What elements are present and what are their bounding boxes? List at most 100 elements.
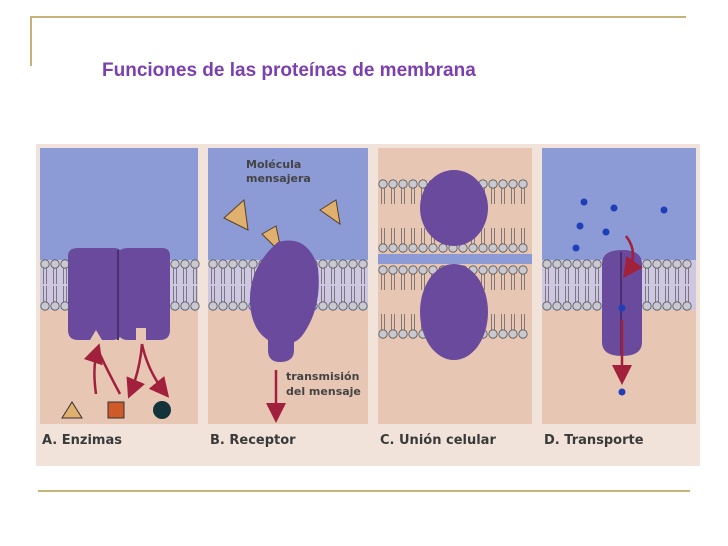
lipid-head	[552, 301, 562, 311]
square-substrate	[107, 401, 125, 419]
signal-label-line1: transmisión	[286, 370, 359, 383]
lipid-head	[228, 301, 238, 311]
lipid-head	[418, 179, 428, 189]
lipid-head	[488, 243, 498, 253]
enzyme-protein-left	[68, 248, 122, 340]
lipid-head	[388, 243, 398, 253]
solute-particle	[576, 222, 584, 230]
arrow-substrate-2	[96, 349, 122, 395]
panel-enzimas: A. Enzimas	[40, 148, 200, 448]
lipid-head	[388, 329, 398, 339]
lipid-head	[228, 259, 238, 269]
arrow-substrate-1	[83, 343, 103, 395]
lipid-head	[582, 301, 592, 311]
lipid-head	[60, 301, 70, 311]
lipid-head	[508, 243, 518, 253]
lipid-head	[428, 243, 438, 253]
lipid-head	[672, 301, 682, 311]
lipid-head	[180, 259, 190, 269]
junction-protein-lower	[420, 264, 488, 360]
lipid-head	[398, 243, 408, 253]
lipid-head	[508, 179, 518, 189]
lipid-head	[318, 301, 328, 311]
solute-particle	[618, 304, 626, 312]
panel-b-label: B. Receptor	[210, 433, 296, 448]
lipid-head	[238, 259, 248, 269]
lipid-head	[408, 329, 418, 339]
lipid-head	[498, 243, 508, 253]
lipid-head	[378, 179, 388, 189]
lipid-head	[170, 259, 180, 269]
receptor-protein	[249, 240, 319, 362]
lipid-head	[562, 301, 572, 311]
lipid-head	[338, 301, 348, 311]
messenger-molecule-1	[223, 198, 249, 231]
lipid-head	[388, 179, 398, 189]
lipid-head	[378, 329, 388, 339]
arrow-product-2	[140, 343, 170, 398]
intercellular-gap	[378, 254, 532, 264]
lipid-head	[468, 243, 478, 253]
lipid-head	[338, 259, 348, 269]
lipid-head	[318, 259, 328, 269]
lipid-head	[348, 259, 358, 269]
lipid-head	[328, 259, 338, 269]
lipid-head	[358, 259, 368, 269]
panel-transporte: D. Transporte	[542, 148, 696, 448]
lipid-head	[662, 259, 672, 269]
lipid-head	[572, 259, 582, 269]
lipid-head	[498, 265, 508, 275]
messenger-molecule-2	[319, 199, 341, 226]
lipid-head	[682, 259, 692, 269]
left-border-line	[30, 16, 32, 66]
slide-title: Funciones de las proteínas de membrana	[102, 60, 476, 81]
solute-particle	[580, 198, 588, 206]
panel-receptor: Molécula mensajera transmisión del mensa…	[208, 148, 368, 448]
lipid-head	[180, 301, 190, 311]
signal-label-line2: del mensaje	[286, 385, 361, 398]
lipid-head	[418, 265, 428, 275]
membrane-proteins-figure: A. Enzimas Molécula mensajera transmisió…	[36, 144, 700, 466]
lipid-head	[238, 301, 248, 311]
lipid-head	[218, 301, 228, 311]
enzyme-protein-right	[118, 248, 170, 340]
circle-product	[153, 401, 171, 419]
lipid-head	[542, 259, 552, 269]
lipid-head	[248, 259, 258, 269]
lipid-head	[438, 243, 448, 253]
lipid-head	[682, 301, 692, 311]
lipid-head	[408, 265, 418, 275]
lipid-head	[40, 259, 50, 269]
lipid-head	[498, 179, 508, 189]
lipid-head	[190, 259, 200, 269]
outside-region	[542, 148, 696, 260]
panel-c-label: C. Unión celular	[380, 433, 496, 448]
top-border-line	[30, 16, 686, 18]
lipid-head	[408, 179, 418, 189]
lipid-head	[478, 243, 488, 253]
lipid-head	[518, 243, 528, 253]
solute-particle	[572, 244, 580, 252]
lipid-head	[552, 259, 562, 269]
lipid-head	[518, 329, 528, 339]
molecule-label-line1: Molécula	[246, 158, 301, 171]
lipid-head	[518, 265, 528, 275]
lipid-head	[652, 259, 662, 269]
lipid-head	[328, 301, 338, 311]
lipid-head	[672, 259, 682, 269]
panel-a-label: A. Enzimas	[42, 433, 122, 448]
molecule-label-line2: mensajera	[246, 172, 311, 185]
panel-d-label: D. Transporte	[544, 433, 644, 448]
lipid-head	[418, 243, 428, 253]
lipid-head	[378, 265, 388, 275]
lipid-head	[488, 265, 498, 275]
lipid-head	[592, 301, 602, 311]
lipid-head	[642, 259, 652, 269]
lipid-head	[208, 301, 218, 311]
lipid-head	[398, 179, 408, 189]
lipid-head	[582, 259, 592, 269]
lipid-head	[348, 301, 358, 311]
solute-particle	[660, 206, 668, 214]
lipid-head	[398, 265, 408, 275]
lipid-head	[488, 329, 498, 339]
